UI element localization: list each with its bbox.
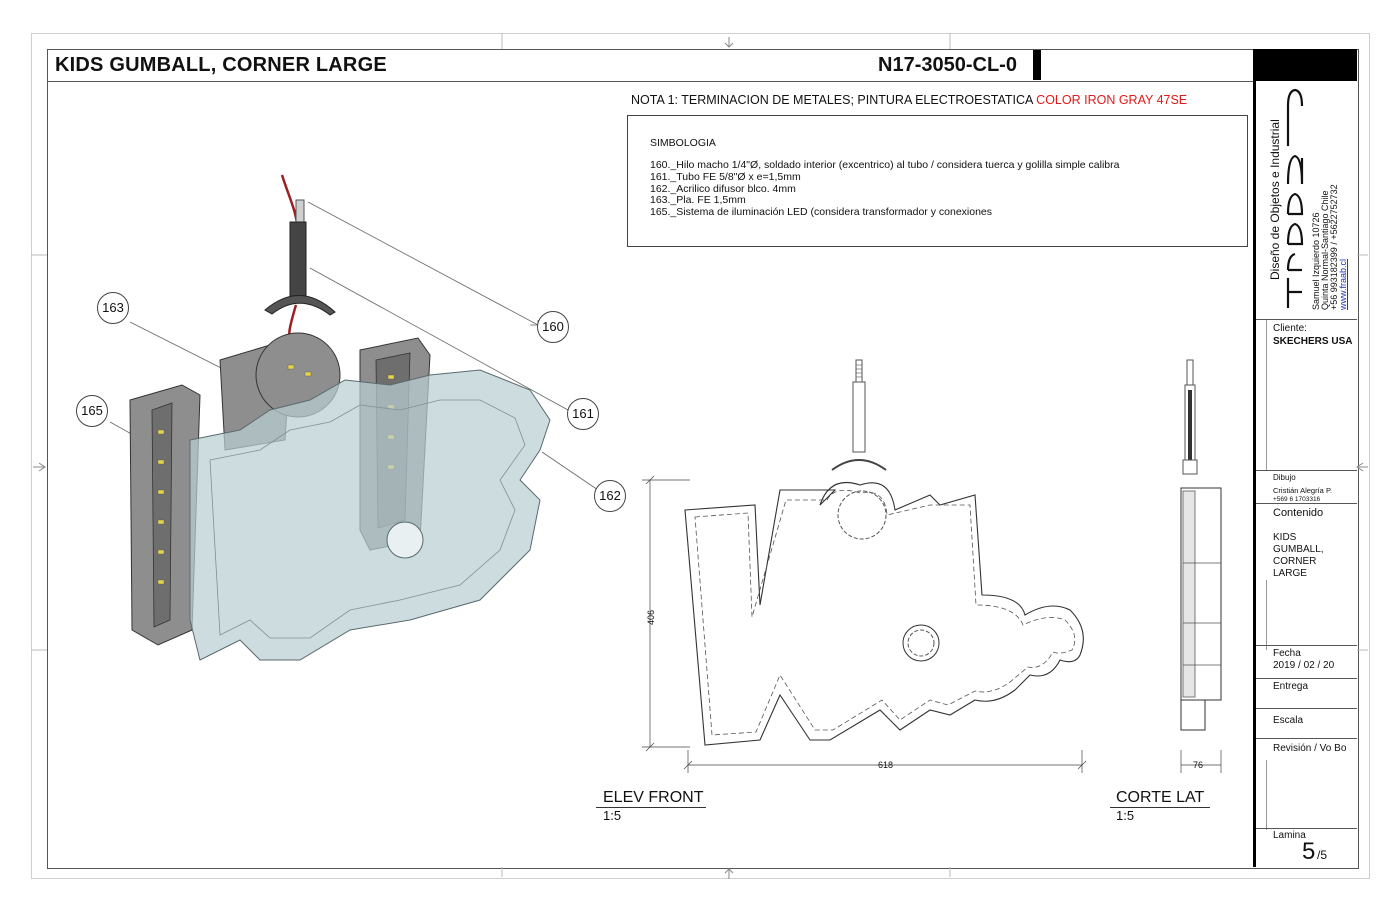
entrega-label: Entrega — [1273, 681, 1309, 692]
lamina-number: 5 — [1302, 838, 1316, 865]
divider — [1256, 319, 1357, 320]
callout-165: 165 — [76, 395, 108, 427]
dim-height: 406 — [646, 609, 656, 625]
contenido-line: KIDS — [1273, 532, 1297, 543]
finish-note-text: NOTA 1: TERMINACION DE METALES; PINTURA … — [631, 93, 1037, 107]
sheet-inner-frame — [47, 49, 1359, 869]
contenido-line: CORNER — [1273, 556, 1317, 567]
contenido-line: LARGE — [1273, 568, 1307, 579]
legend-item: 160._Hilo macho 1/4"Ø, soldado interior … — [650, 159, 1120, 171]
callout-160: 160 — [537, 311, 569, 343]
lamina-label: Lamina — [1273, 830, 1306, 841]
cliente-label: Cliente: — [1273, 323, 1307, 334]
side-view-scale: 1:5 — [1116, 808, 1135, 823]
company-logo — [1286, 88, 1304, 308]
sheet-code: N17-3050-CL-0 — [878, 54, 1017, 76]
finish-note-color: COLOR IRON GRAY 47SE — [1036, 93, 1188, 107]
callout-161: 161 — [567, 398, 599, 430]
dibujo-label: Dibujo — [1273, 473, 1296, 482]
finish-note: NOTA 1: TERMINACION DE METALES; PINTURA … — [631, 93, 1187, 107]
dibujo-phone: +569 6 1703316 — [1273, 496, 1321, 503]
legend-title: SIMBOLOGIA — [650, 137, 716, 149]
fecha-value: 2019 / 02 / 20 — [1273, 660, 1335, 671]
divider — [1256, 470, 1357, 471]
divider — [1256, 503, 1357, 504]
title-bar — [47, 49, 1253, 82]
legend-list: 160._Hilo macho 1/4"Ø, soldado interior … — [650, 159, 1120, 219]
divider — [1256, 708, 1357, 709]
front-view-scale: 1:5 — [603, 808, 622, 823]
divider — [1256, 738, 1357, 739]
callout-162: 162 — [594, 480, 626, 512]
front-view-underline — [596, 807, 706, 808]
contenido-label: Contenido — [1273, 507, 1324, 519]
scale-ticks — [1266, 580, 1267, 650]
escala-label: Escala — [1273, 715, 1304, 726]
cliente-value: SKECHERS USA — [1273, 336, 1353, 347]
lamina-total: /5 — [1317, 848, 1328, 862]
contenido-value: KIDS GUMBALL, CORNER LARGE — [1273, 532, 1324, 580]
legend-box — [627, 115, 1248, 247]
company-name: Diseño de Objetos e Industrial — [1268, 119, 1282, 280]
scale-ticks — [1266, 320, 1267, 470]
callout-163: 163 — [97, 292, 129, 324]
divider — [1256, 678, 1357, 679]
legend-item: 163._Pla. FE 1,5mm — [650, 194, 746, 207]
divider — [1256, 828, 1357, 829]
title-block-header — [1255, 49, 1357, 81]
front-view-label: ELEV FRONT — [603, 789, 704, 806]
side-view-underline — [1110, 807, 1210, 808]
revision-label: Revisión / Vo Bo — [1273, 743, 1347, 754]
legend-item: 161._Tubo FE 5/8"Ø x e=1,5mm — [650, 170, 801, 183]
company-website-link[interactable]: www.fraab.cl — [1338, 258, 1348, 310]
title-block — [1253, 49, 1360, 867]
legend-item: 165._Sistema de iluminación LED (conside… — [650, 206, 993, 219]
scale-ticks — [1266, 760, 1267, 830]
dim-width: 618 — [878, 760, 894, 770]
front-elevation-drawing — [642, 359, 1087, 773]
divider — [1256, 645, 1357, 646]
sheet-title: KIDS GUMBALL, CORNER LARGE — [55, 54, 387, 76]
fecha-label: Fecha — [1273, 648, 1301, 659]
side-section-drawing — [1180, 359, 1222, 773]
sheet-outer-frame — [31, 33, 1370, 879]
dim-depth: 76 — [1193, 760, 1204, 770]
side-view-label: CORTE LAT — [1116, 789, 1205, 806]
legend-item: 162._Acrilico difusor blco. 4mm — [650, 182, 796, 195]
contenido-line: GUMBALL, — [1273, 544, 1324, 555]
code-marker — [1033, 50, 1041, 80]
isometric-exploded-view — [109, 174, 599, 661]
dibujo-name: Cristián Alegría P. — [1273, 486, 1333, 495]
